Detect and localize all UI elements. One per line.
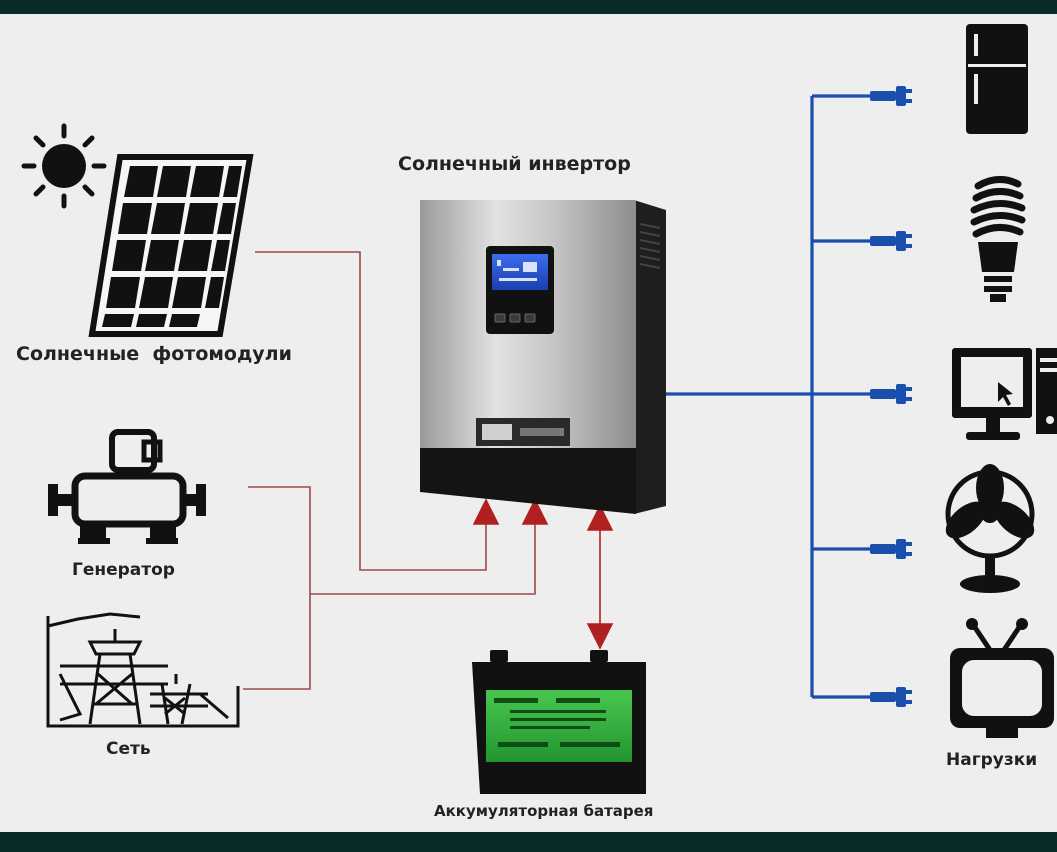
generator-arrow bbox=[521, 498, 549, 525]
diagram-graphics bbox=[21, 24, 1057, 794]
tv-icon bbox=[950, 618, 1054, 738]
inverter-device bbox=[420, 200, 666, 514]
sun-icon bbox=[21, 123, 107, 209]
battery-label: Аккумуляторная батарея bbox=[434, 802, 654, 820]
lightbulb-icon bbox=[970, 176, 1026, 302]
power-grid-icon bbox=[46, 612, 240, 728]
flow-arrows bbox=[472, 498, 614, 650]
solar-arrow bbox=[472, 498, 500, 525]
fan-icon bbox=[945, 464, 1035, 593]
grid-label: Сеть bbox=[106, 739, 151, 759]
input-wires bbox=[243, 251, 536, 690]
generator-label: Генератор bbox=[72, 560, 175, 580]
battery-arrow-up bbox=[586, 504, 614, 531]
battery-arrow-down bbox=[586, 623, 614, 650]
solar-panel-icon bbox=[88, 154, 254, 337]
diagram-canvas: Солнечный инвертор Солнечные фотомодули … bbox=[0, 14, 1057, 832]
load-wires bbox=[662, 94, 870, 699]
loads-label: Нагрузки bbox=[946, 750, 1038, 770]
load-plugs bbox=[870, 86, 912, 707]
fridge-icon bbox=[966, 24, 1028, 134]
generator-icon bbox=[48, 429, 206, 544]
computer-icon bbox=[952, 348, 1057, 440]
inverter-label: Солнечный инвертор bbox=[398, 153, 631, 175]
battery-icon bbox=[472, 650, 646, 794]
solar-panels-label: Солнечные фотомодули bbox=[16, 343, 292, 365]
